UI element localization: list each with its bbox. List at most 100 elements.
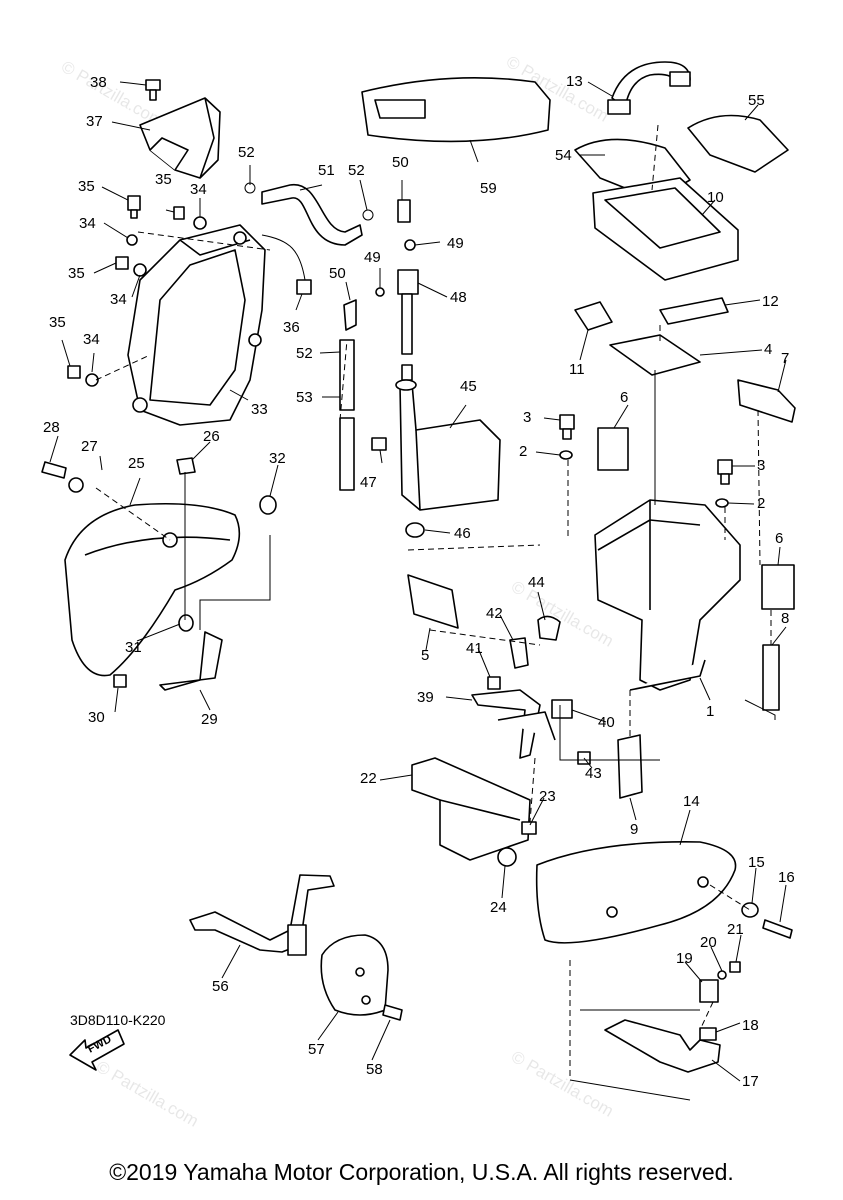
part-clip-49 [375, 287, 385, 297]
frame-lines [184, 370, 776, 1101]
part-pad-6 [761, 564, 795, 610]
callout-50: 50 [329, 265, 346, 282]
callout-52: 52 [348, 162, 365, 179]
part-washer-2 [559, 450, 573, 460]
callout-58: 58 [366, 1061, 383, 1078]
callout-48: 48 [450, 289, 467, 306]
callout-7: 7 [781, 350, 789, 367]
part-washer-34 [193, 216, 207, 230]
callout-3: 3 [757, 457, 765, 474]
callout-11: 11 [569, 361, 585, 378]
callout-10: 10 [707, 189, 724, 206]
callout-50: 50 [392, 154, 409, 171]
part-bolt-3 [717, 459, 733, 485]
watermark: © Partzilla.com [508, 1047, 617, 1121]
part-bolt-47 [371, 437, 387, 451]
callout-35: 35 [68, 265, 85, 282]
part-grommet-31 [178, 614, 194, 632]
part-grommet-32 [259, 495, 277, 515]
callout-59: 59 [480, 180, 497, 197]
callout-19: 19 [676, 950, 693, 967]
callout-2: 2 [757, 495, 765, 512]
callout-52: 52 [238, 144, 255, 161]
callout-15: 15 [748, 854, 765, 871]
part-side-cover-25 [64, 502, 241, 677]
part-washer-15 [741, 902, 759, 918]
callout-34: 34 [190, 181, 207, 198]
drawing-code: 3D8D110-K220 [70, 1012, 166, 1028]
callout-53: 53 [296, 389, 313, 406]
callout-18: 18 [742, 1017, 759, 1034]
part-bracket-17 [604, 1019, 721, 1073]
callout-38: 38 [90, 74, 107, 91]
part-pad-7 [737, 379, 796, 423]
part-switch-19 [699, 979, 719, 1003]
part-reservoir-45 [395, 379, 501, 511]
callout-54: 54 [555, 147, 572, 164]
callout-16: 16 [778, 869, 795, 886]
callout-24: 24 [490, 899, 507, 916]
callout-44: 44 [528, 574, 545, 591]
callout-1: 1 [706, 703, 714, 720]
callout-35: 35 [155, 171, 172, 188]
part-cable-36 [261, 234, 312, 295]
part-washer-2 [715, 498, 729, 508]
callout-6: 6 [620, 389, 628, 406]
part-bolt-35 [115, 256, 129, 270]
part-washer-34 [133, 263, 147, 277]
callout-22: 22 [360, 770, 377, 787]
callout-40: 40 [598, 714, 615, 731]
callout-27: 27 [81, 438, 98, 455]
callout-4: 4 [764, 341, 772, 358]
callout-52: 52 [296, 345, 313, 362]
part-bolt-35 [173, 206, 185, 220]
callout-34: 34 [110, 291, 127, 308]
part-clip-49 [404, 239, 416, 251]
copyright-notice: ©2019 Yamaha Motor Corporation, U.S.A. A… [109, 1159, 734, 1185]
callout-32: 32 [269, 450, 286, 467]
part-bolt-3 [559, 414, 575, 440]
callout-34: 34 [83, 331, 100, 348]
part-washer-27 [68, 477, 84, 493]
callout-35: 35 [78, 178, 95, 195]
part-pad-11 [574, 301, 613, 331]
part-fitting-50 [397, 199, 411, 223]
watermark: © Partzilla.com [93, 1057, 202, 1131]
guide-lines [95, 124, 772, 1080]
callout-45: 45 [460, 378, 477, 395]
part-washer-34 [126, 234, 138, 246]
part-left-cover-33 [127, 224, 266, 426]
part-pad-8 [762, 644, 780, 711]
callout-20: 20 [700, 934, 717, 951]
callout-21: 21 [727, 921, 744, 938]
callout-3: 3 [523, 409, 531, 426]
part-bolt-30 [113, 674, 127, 688]
part-pad-5 [407, 574, 459, 629]
part-bracket-29 [159, 631, 223, 691]
callout-35: 35 [49, 314, 66, 331]
callout-23: 23 [539, 788, 556, 805]
part-pad-55 [687, 114, 789, 173]
callout-8: 8 [781, 610, 789, 627]
part-screw-21 [729, 961, 741, 973]
part-pad-4 [609, 334, 701, 376]
part-hose-51 [261, 184, 363, 246]
callout-49: 49 [447, 235, 464, 252]
part-bolt-35 [67, 365, 81, 379]
part-bolt-23 [521, 821, 537, 835]
part-grommet-46 [405, 522, 425, 538]
part-bracket-22 [411, 757, 531, 861]
callout-37: 37 [86, 113, 103, 130]
callout-13: 13 [566, 73, 583, 90]
callout-43: 43 [585, 765, 602, 782]
callout-29: 29 [201, 711, 218, 728]
part-plate-59 [361, 76, 551, 143]
part-cover-57 [320, 934, 389, 1016]
callout-36: 36 [283, 319, 300, 336]
part-right-cover-14 [535, 841, 737, 944]
callout-42: 42 [486, 605, 503, 622]
part-pad-9 [617, 734, 643, 799]
callout-25: 25 [128, 455, 145, 472]
part-bolt-18 [699, 1027, 717, 1041]
